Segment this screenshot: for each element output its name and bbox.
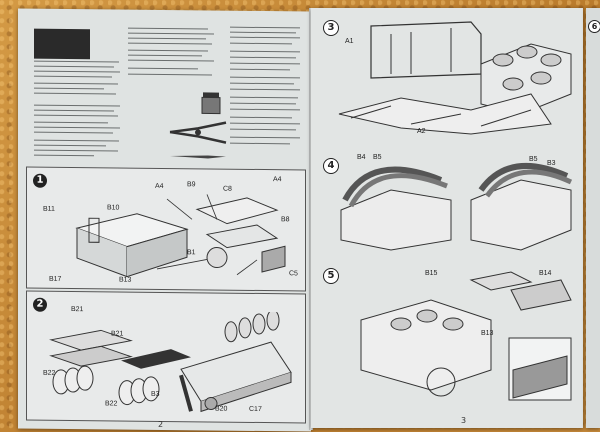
part-label: B5 [529,156,538,163]
text-line [230,102,296,105]
part-label: B4 [357,154,366,161]
text-line [230,56,296,59]
text-line [34,65,114,68]
text-line [128,27,208,30]
text-line [128,42,212,45]
text-line [128,73,212,76]
instruction-page-right: 3 A1 A2 4 B4 B5 B5 B3 5 [311,8,583,428]
text-line [128,59,214,62]
text-line [128,32,214,35]
pliers-tool-icon [169,121,227,144]
text-line [34,114,118,117]
text-line [230,122,300,125]
part-label: B9 [187,181,196,189]
part-label: B20 [215,405,228,413]
part-label: C8 [223,185,232,193]
part-label: B11 [43,205,55,213]
part-label: B3 [547,160,556,167]
text-line [230,31,296,34]
rear-assembly-drawing [360,271,572,401]
text-line [230,36,300,39]
text-line [34,70,120,73]
part-label: A4 [155,182,164,190]
text-line [230,76,300,79]
text-line [230,128,296,131]
text-line [230,142,290,145]
part-label: B5 [373,154,382,161]
step-number: 4 [323,158,339,174]
text-line [34,131,113,134]
text-line [230,116,292,119]
text-line [34,75,112,78]
text-line [128,49,208,52]
next-page-edge: 6 [586,8,600,428]
text-line [34,144,106,147]
part-label: B21 [71,306,84,314]
text-line [34,126,120,129]
text-line [230,26,300,29]
part-label: B17 [49,275,62,283]
part-label: A4 [273,176,282,184]
text-line [128,37,206,40]
knife-tool-icon [170,155,226,159]
text-line [34,121,108,124]
part-label: B15 [425,270,438,277]
text-line [230,88,300,91]
text-line [128,54,202,57]
step-number: 6 [588,20,600,33]
chassis-frame-drawing [338,21,572,135]
part-label: C5 [289,270,298,278]
part-label: B10 [107,204,120,212]
text-line [230,62,300,65]
text-line [128,67,198,70]
text-line [34,82,118,85]
part-label: B13 [119,276,132,284]
part-label: B14 [539,270,552,277]
text-line [34,149,118,152]
text-line [230,42,292,45]
step-number: 3 [323,20,339,36]
part-label: B22 [43,369,56,377]
text-line [230,68,290,71]
part-label: B8 [281,216,290,224]
text-line [34,87,104,90]
part-label: A1 [345,38,354,45]
text-line [34,154,94,157]
page-number: 3 [461,416,467,425]
part-label: B3 [151,390,160,398]
part-label: C17 [249,405,262,414]
step-1-panel: 1 A4 B9 C8 A4 B11 B10 B8 B1 B17 B13 C5 [26,166,306,292]
text-line [230,108,300,111]
warning-box [34,28,90,60]
step-number: 1 [33,173,47,188]
text-line [230,136,300,139]
part-label: A2 [417,128,426,135]
engine-block-drawing [75,194,286,278]
paint-jar-icon [201,92,221,115]
text-line [230,96,298,99]
part-label: B21 [111,330,124,338]
text-line [34,92,116,95]
step-2-panel: 2 B21 B21 B [26,290,306,424]
cylinder-head-drawing [49,309,292,413]
text-line [34,60,119,63]
part-label: B13 [481,330,494,337]
part-label: B22 [105,400,118,408]
step-number: 5 [323,268,339,284]
part-label: B1 [187,249,196,257]
page-number: 2 [158,419,164,429]
text-line [34,139,119,142]
text-line [34,109,114,112]
exhaust-pipes-drawing [340,163,573,251]
instruction-page-left: 1 A4 B9 C8 A4 B11 B10 B8 B1 B17 B13 C5 [18,8,311,432]
text-line [34,104,120,107]
text-line [230,82,294,85]
text-line [230,50,300,53]
